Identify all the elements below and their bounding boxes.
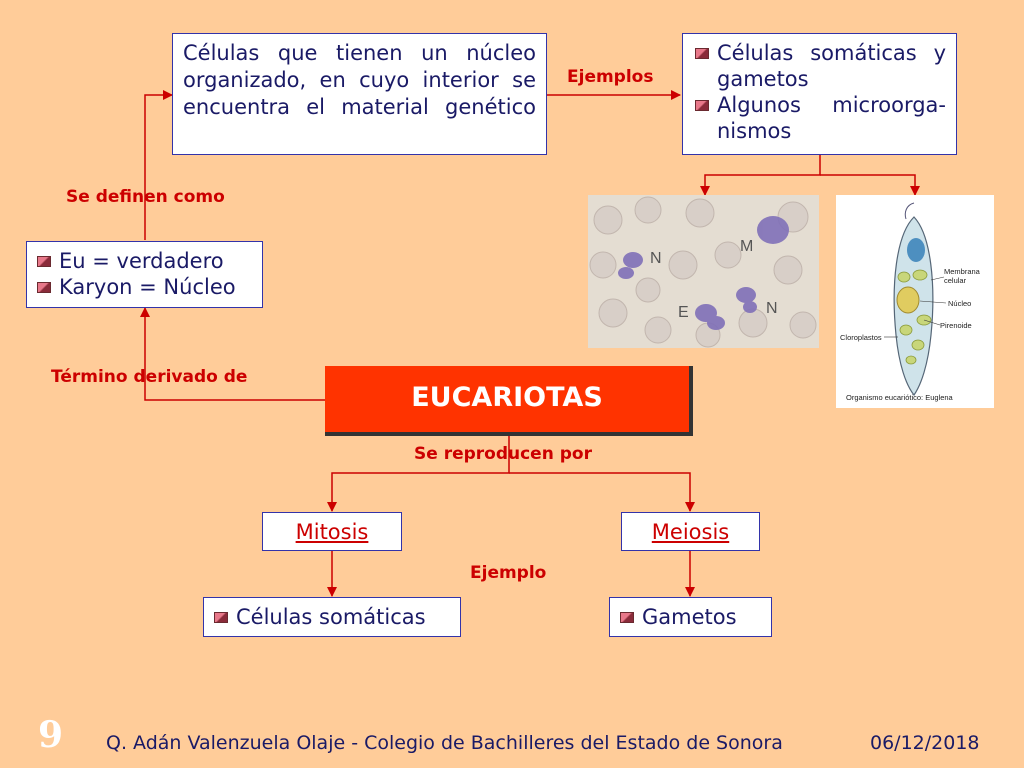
etymology-item: Eu = verdadero [37, 248, 252, 274]
line-to-images [700, 155, 821, 196]
line-reproduction [327, 436, 510, 512]
meiosis-box[interactable]: Meiosis [621, 512, 760, 551]
mitosis-box[interactable]: Mitosis [262, 512, 402, 551]
footer-date: 06/12/2018 [870, 732, 980, 754]
bullet-icon [695, 48, 709, 59]
blood-label-n2: N [766, 300, 778, 317]
blood-cells-image: N M E N [588, 195, 819, 348]
footer: 9 Q. Adán Valenzuela Olaje - Colegio de … [0, 714, 1024, 760]
meiosis-link[interactable]: Meiosis [651, 520, 730, 544]
footer-author: Q. Adán Valenzuela Olaje - Colegio de Ba… [106, 732, 783, 754]
somatic-box: Células somáticas [203, 597, 461, 637]
label-ejemplos: Ejemplos [567, 67, 654, 87]
bullet-icon [620, 612, 634, 623]
arrow-to-etymology [140, 307, 325, 401]
blood-cells-drawing: N M E N [588, 195, 819, 348]
somatic-item: Células somáticas [214, 604, 450, 630]
page-number: 9 [38, 714, 64, 756]
example-item: Células somáticas y gametos [695, 40, 946, 92]
line-reproduction-right [509, 472, 695, 512]
bullet-icon [37, 256, 51, 267]
label-reproducen: Se reproducen por [414, 444, 592, 464]
arrow-to-definition [144, 90, 173, 240]
title-text: EUCARIOTAS [411, 382, 603, 413]
label-ejemplo: Ejemplo [470, 563, 547, 583]
gametes-item: Gametos [620, 604, 761, 630]
label-se-definen: Se definen como [66, 187, 225, 207]
bullet-icon [214, 612, 228, 623]
euglena-label-nucleo: Núcleo [948, 299, 971, 308]
bullet-icon [695, 100, 709, 111]
bullet-icon [37, 282, 51, 293]
etymology-box: Eu = verdadero Karyon = Núcleo [26, 241, 263, 308]
mitosis-link[interactable]: Mitosis [295, 520, 369, 544]
euglena-label-cloroplastos: Cloroplastos [840, 333, 882, 342]
definition-box: Células que tienen un núcleo organizado,… [172, 33, 547, 155]
examples-box: Células somáticas y gametos Algunos micr… [682, 33, 957, 155]
blood-label-n: N [650, 250, 662, 267]
example-item: Algunos microorga-nismos [695, 92, 946, 144]
gametes-box: Gametos [609, 597, 772, 637]
definition-text: Células que tienen un núcleo organizado,… [183, 41, 536, 119]
euglena-caption: Organismo eucariótico: Euglena [846, 393, 954, 402]
etymology-item: Karyon = Núcleo [37, 274, 252, 300]
euglena-label-pirenoide: Pirenoide [940, 321, 972, 330]
line-to-euglena [820, 174, 920, 196]
blood-label-e: E [678, 304, 689, 321]
blood-label-m: M [740, 238, 753, 255]
label-termino: Término derivado de [51, 367, 248, 387]
title-box: EUCARIOTAS [325, 366, 693, 436]
